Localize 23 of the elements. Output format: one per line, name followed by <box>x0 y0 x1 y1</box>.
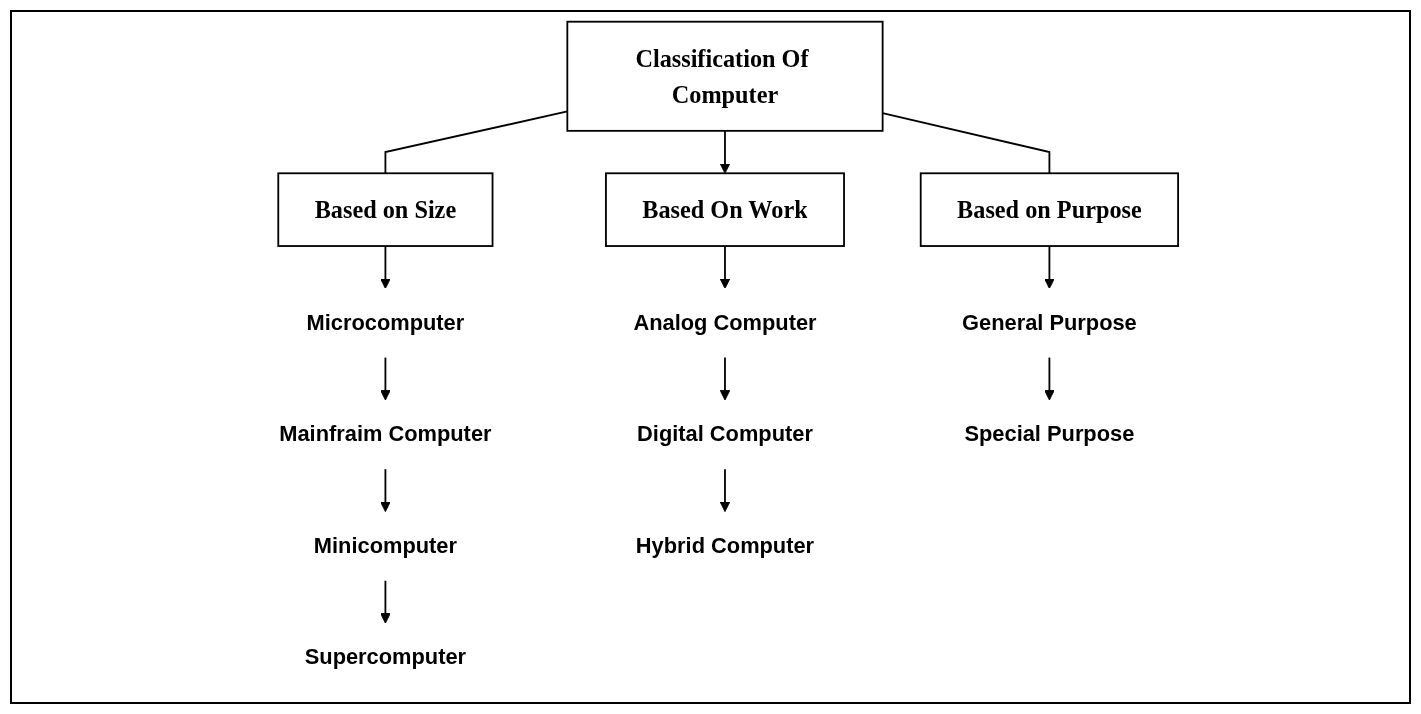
node-text: Digital Computer <box>637 421 813 447</box>
node-text: Microcomputer <box>306 310 465 335</box>
node-box: Based On Work <box>605 172 845 247</box>
node-text: Mainfraim Computer <box>279 421 492 447</box>
arrow <box>719 356 731 401</box>
arrow <box>719 468 731 513</box>
arrow <box>1044 245 1055 289</box>
node-text: Supercomputer <box>304 645 467 670</box>
arrow <box>380 245 391 289</box>
arrow <box>380 468 391 513</box>
node-box: Based on Purpose <box>919 172 1179 247</box>
node-text: Special Purpose <box>964 421 1135 447</box>
arrow <box>380 356 391 401</box>
arrow <box>719 129 731 174</box>
arrow <box>380 579 391 624</box>
node-box: Classification Of Computer <box>566 20 884 132</box>
node-text: General Purpose <box>962 310 1137 335</box>
arrow <box>1044 356 1055 401</box>
node-text: Hybrid Computer <box>635 533 815 558</box>
node-box: Based on Size <box>277 172 494 247</box>
node-text: Analog Computer <box>633 310 817 335</box>
arrow <box>719 245 731 289</box>
node-text: Minicomputer <box>313 533 457 558</box>
